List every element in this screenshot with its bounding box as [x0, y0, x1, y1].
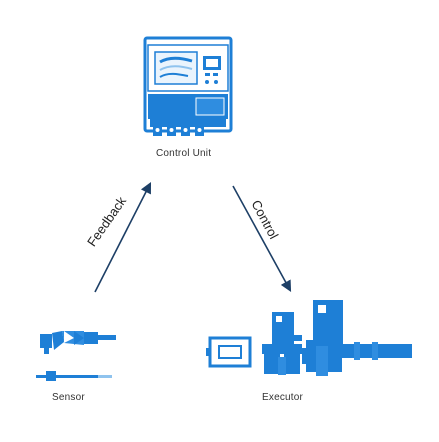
control-unit-icon — [143, 36, 233, 136]
executor-label: Executor — [262, 392, 304, 403]
valve-actuator-icon — [206, 300, 412, 376]
feedback-arrow — [94, 182, 152, 293]
sensor-icon — [36, 331, 116, 381]
control-arrow — [232, 185, 292, 292]
control-unit-label: Control Unit — [156, 148, 212, 159]
sensor-label: Sensor — [52, 392, 85, 403]
